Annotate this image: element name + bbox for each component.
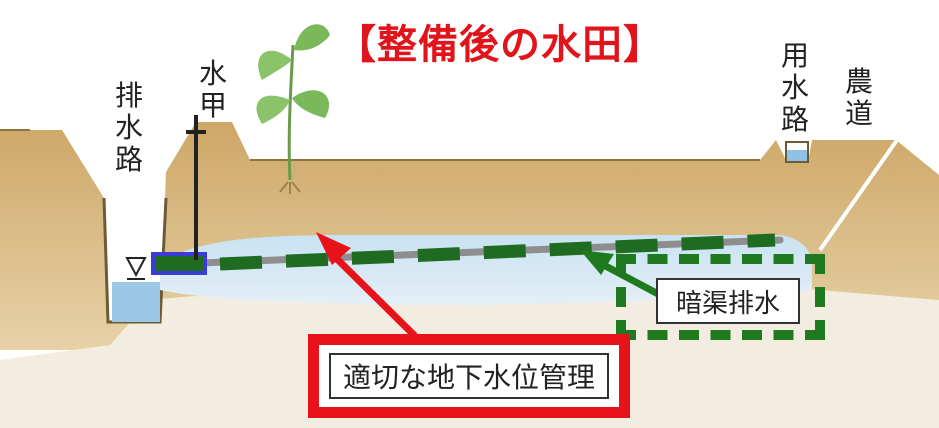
- label-irrigation-channel: 用水路: [780, 39, 809, 136]
- groundwater-management-label: 適切な地下水位管理: [329, 353, 609, 399]
- label-water-gate: 水甲: [198, 57, 227, 122]
- groundwater-management-callout: 適切な地下水位管理: [308, 334, 630, 418]
- water-level-marker-icon: [125, 257, 147, 278]
- subsurface-drainage-label: 暗渠排水: [656, 278, 800, 324]
- divider-line: [818, 78, 939, 252]
- label-drain-channel: 排水路: [114, 79, 143, 176]
- drain-outlet: [151, 252, 207, 275]
- diagram-title: 【整備後の水田】: [336, 22, 664, 68]
- green-arrow: [580, 250, 664, 300]
- plant-icon: [256, 24, 330, 194]
- red-arrow: [316, 232, 418, 339]
- irrigation-water: [787, 150, 807, 161]
- subsurface-drain-dashes: [219, 233, 776, 271]
- label-farm-road: 農道: [844, 65, 873, 130]
- subsurface-drainage-callout: 暗渠排水: [616, 254, 825, 340]
- ditch-water: [112, 282, 160, 322]
